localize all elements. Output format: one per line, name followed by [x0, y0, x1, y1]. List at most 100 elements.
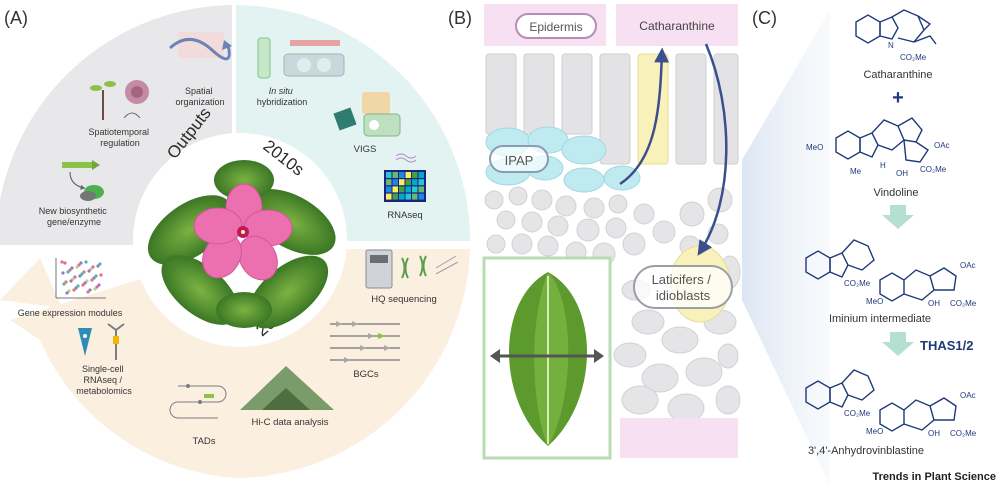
expression-dot: [75, 265, 79, 269]
iminium-name: Iminium intermediate: [829, 313, 931, 325]
expression-dot: [74, 286, 78, 290]
svg-text:MeO: MeO: [866, 297, 883, 306]
anhydrovinblastine-name: 3',4'-Anhydrovinblastine: [808, 445, 924, 457]
periwinkle-flower-illustration: [147, 160, 336, 329]
quadrant-2020s: [10, 249, 470, 478]
iminium-to-avlb-arrow: [882, 332, 914, 356]
expression-dot: [81, 283, 85, 287]
expression-dot: [63, 261, 67, 265]
expression-dot: [91, 265, 95, 269]
svg-text:CO₂Me: CO₂Me: [950, 429, 977, 438]
panel-b: (B) Epidermis Catharanthine IPAP: [448, 4, 741, 460]
catharanthine-co2me-group: CO₂Me: [900, 53, 927, 62]
thas-enzyme-label: THAS1/2: [920, 338, 973, 353]
expression-dot: [83, 281, 87, 285]
expression-dot: [89, 267, 93, 271]
plus-sign: +: [892, 87, 904, 109]
in-situ-hybridization-label: In situ hybridization: [257, 86, 308, 107]
expression-dot: [70, 266, 74, 270]
single-cell-icon: [78, 323, 125, 360]
gene-expression-modules-label: Gene expression modules: [18, 308, 123, 318]
epidermis-label: Epidermis: [529, 20, 582, 34]
expression-dot: [86, 290, 90, 294]
gene-enzyme-icon: [62, 160, 104, 201]
expression-dot: [98, 262, 102, 266]
vigs-icon: [333, 92, 401, 137]
anhydrovinblastine-groups: CO₂Me MeO OAc CO₂Me OH: [844, 391, 977, 438]
bgcs-gene-cluster-icon: [330, 321, 400, 363]
expression-dot: [92, 276, 96, 280]
expression-dot: [68, 268, 72, 272]
ipap-label-box: [489, 145, 549, 173]
heatmap-cell: [412, 186, 418, 193]
expression-dot: [95, 285, 99, 289]
svg-text:CO₂Me: CO₂Me: [950, 299, 977, 308]
panel-a: Outputs 2010s 2020s: [0, 5, 470, 478]
expression-dot: [67, 289, 71, 293]
single-cell-label: Single-cell RNAseq / metabolomics: [76, 364, 132, 396]
expression-dot: [60, 260, 64, 264]
expression-dot: [88, 288, 92, 292]
svg-text:H: H: [880, 161, 886, 170]
zoom-fan: [742, 10, 830, 486]
heatmap-cell: [405, 172, 411, 178]
new-gene-enzyme-label: New biosynthetic gene/enzyme: [39, 206, 110, 227]
heatmap-cell: [392, 186, 398, 193]
hic-triangle-icon: [240, 366, 334, 410]
expression-dot: [80, 272, 84, 276]
svg-text:OAc: OAc: [960, 391, 976, 400]
vindoline-name: Vindoline: [873, 187, 918, 199]
iminium-structure: [805, 239, 957, 302]
catharanthine-to-laticifer-arrow: [697, 43, 728, 256]
heatmap-cell: [418, 186, 424, 193]
heatmap-cell: [418, 179, 424, 186]
in-situ-hybridization-icon: [257, 37, 345, 79]
expression-dot: [72, 288, 76, 292]
heatmap-cell: [418, 172, 424, 178]
catharanthine-name: Catharanthine: [863, 69, 932, 81]
ipap-to-epidermis-arrow: [619, 47, 670, 186]
svg-text:MeO: MeO: [806, 143, 823, 152]
mesophyll-cells: [484, 186, 741, 423]
rnaseq-label: RNAseq: [387, 210, 422, 221]
expression-dot: [87, 269, 91, 273]
heatmap-cell: [399, 193, 405, 200]
heatmap-cell: [386, 193, 392, 200]
expression-dot: [62, 282, 66, 286]
anhydrovinblastine-structure: [805, 369, 957, 432]
catharanthine-n-group: N: [888, 41, 894, 50]
iminium-groups: CO₂Me MeO OAc CO₂Me OH: [844, 261, 977, 308]
rnaseq-heatmap-icon: [384, 153, 426, 202]
vindoline-structure: [835, 117, 929, 163]
laticifers-label-box: [633, 265, 733, 309]
heatmap-cell: [392, 179, 398, 186]
heatmap-cell: [405, 179, 411, 186]
expression-dot: [65, 291, 69, 295]
leaf-illustration: [490, 272, 604, 446]
heatmap-cell: [399, 179, 405, 186]
panel-c-label: (C): [752, 8, 777, 28]
ipap-label: IPAP: [505, 153, 534, 168]
lower-epidermis-layer: [620, 418, 738, 458]
heatmap-cell: [405, 193, 411, 200]
spatial-organization-label: Spatial organization: [175, 86, 224, 107]
svg-text:CO₂Me: CO₂Me: [844, 409, 871, 418]
tads-label: TADs: [192, 436, 215, 447]
vindoline-to-iminium-arrow: [882, 205, 914, 229]
svg-text:OAc: OAc: [960, 261, 976, 270]
spatiotemporal-regulation-label: Spatiotemporal regulation: [88, 127, 151, 148]
heatmap-cell: [418, 193, 424, 200]
expression-dot: [99, 273, 103, 277]
expression-dot: [76, 284, 80, 288]
expression-dot: [69, 279, 73, 283]
heatmap-cell: [392, 172, 398, 178]
epidermis-label-box: [515, 13, 597, 39]
panel-b-label: (B): [448, 8, 472, 28]
heatmap-cell: [392, 193, 398, 200]
spatial-organization-icon: [168, 32, 232, 61]
expression-dot: [90, 278, 94, 282]
heatmap-cell: [386, 186, 392, 193]
expression-dot: [66, 270, 70, 274]
svg-text:CO₂Me: CO₂Me: [844, 279, 871, 288]
